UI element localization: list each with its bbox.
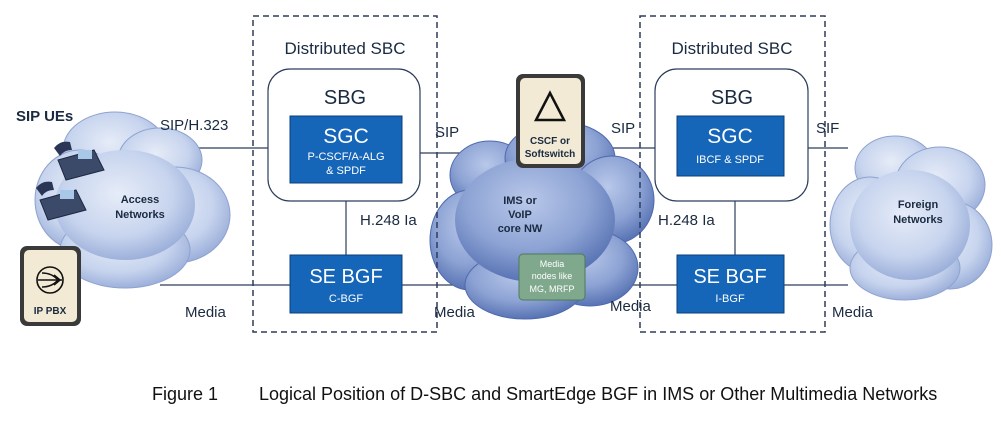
sip-left-label: SIP xyxy=(435,124,459,141)
h248-left-label: H.248 Ia xyxy=(360,212,417,229)
media-core-right-label: Media xyxy=(610,298,652,315)
media-core-left-label: Media xyxy=(434,304,476,321)
core-cloud-line1: IMS or xyxy=(503,195,537,207)
right-sbg-label: SBG xyxy=(711,87,753,109)
access-cloud-line2: Networks xyxy=(115,209,165,221)
right-sgc-line1: IBCF & SPDF xyxy=(696,154,764,166)
ip-phone-icon xyxy=(36,181,87,221)
left-dsbc-frame xyxy=(252,15,438,333)
cscf-line2: Softswitch xyxy=(525,149,576,160)
media-nodes-line1: Media xyxy=(540,259,565,269)
left-sgc-line2: & SPDF xyxy=(326,165,366,177)
left-dsbc-title: Distributed SBC xyxy=(285,39,406,58)
left-distributed-sbc: Distributed SBC SBG SGC P-CSCF/A-ALG & S… xyxy=(252,15,438,333)
access-cloud-line1: Access xyxy=(121,194,160,206)
ip-phone-icon xyxy=(54,141,105,181)
right-distributed-sbc: Distributed SBC SBG SGC IBCF & SPDF SE B… xyxy=(639,15,826,333)
left-sgc-title: SGC xyxy=(323,125,369,148)
right-dsbc-frame xyxy=(639,15,826,333)
core-cloud-line2: VoIP xyxy=(508,209,532,221)
media-nodes-box: Media nodes like MG, MRFP xyxy=(518,253,586,301)
figure-title: Logical Position of D-SBC and SmartEdge … xyxy=(259,384,938,404)
right-sebgf-box xyxy=(676,254,785,314)
sip-right-out-label: SIF xyxy=(816,120,839,137)
left-sebgf-box xyxy=(289,254,403,314)
right-sebgf-sub: I-BGF xyxy=(715,293,745,305)
pbx-icon xyxy=(36,266,64,294)
right-sebgf-title: SE BGF xyxy=(693,266,766,288)
left-sbg-label: SBG xyxy=(324,87,366,109)
foreign-cloud-line2: Networks xyxy=(893,214,943,226)
triangle-icon xyxy=(533,90,567,122)
foreign-cloud-line1: Foreign xyxy=(898,199,939,211)
sip-h323-label: SIP/H.323 xyxy=(160,117,228,134)
sip-right-in-label: SIP xyxy=(611,120,635,137)
sip-ues-label: SIP UEs xyxy=(16,108,73,125)
right-sgc-box xyxy=(676,115,785,177)
left-sgc-line1: P-CSCF/A-ALG xyxy=(307,151,384,163)
left-sebgf-title: SE BGF xyxy=(309,266,382,288)
cscf-line1: CSCF or xyxy=(530,136,570,147)
media-nodes-line3: MG, MRFP xyxy=(530,284,575,294)
media-left-label: Media xyxy=(185,304,227,321)
figure-number: Figure 1 xyxy=(152,384,219,404)
ip-pbx-device: IP PBX xyxy=(20,246,81,326)
left-sgc-box xyxy=(289,115,403,184)
cscf-softswitch-device: CSCF or Softswitch xyxy=(516,74,585,168)
media-right-label: Media xyxy=(832,304,874,321)
media-nodes-line2: nodes like xyxy=(532,271,573,281)
foreign-networks-cloud: Foreign Networks xyxy=(829,135,993,301)
right-sgc-title: SGC xyxy=(707,125,753,148)
h248-right-label: H.248 Ia xyxy=(658,212,715,229)
right-dsbc-title: Distributed SBC xyxy=(672,39,793,58)
core-cloud-line3: core NW xyxy=(498,223,543,235)
left-sebgf-sub: C-BGF xyxy=(329,293,364,305)
ip-pbx-label: IP PBX xyxy=(34,306,67,317)
